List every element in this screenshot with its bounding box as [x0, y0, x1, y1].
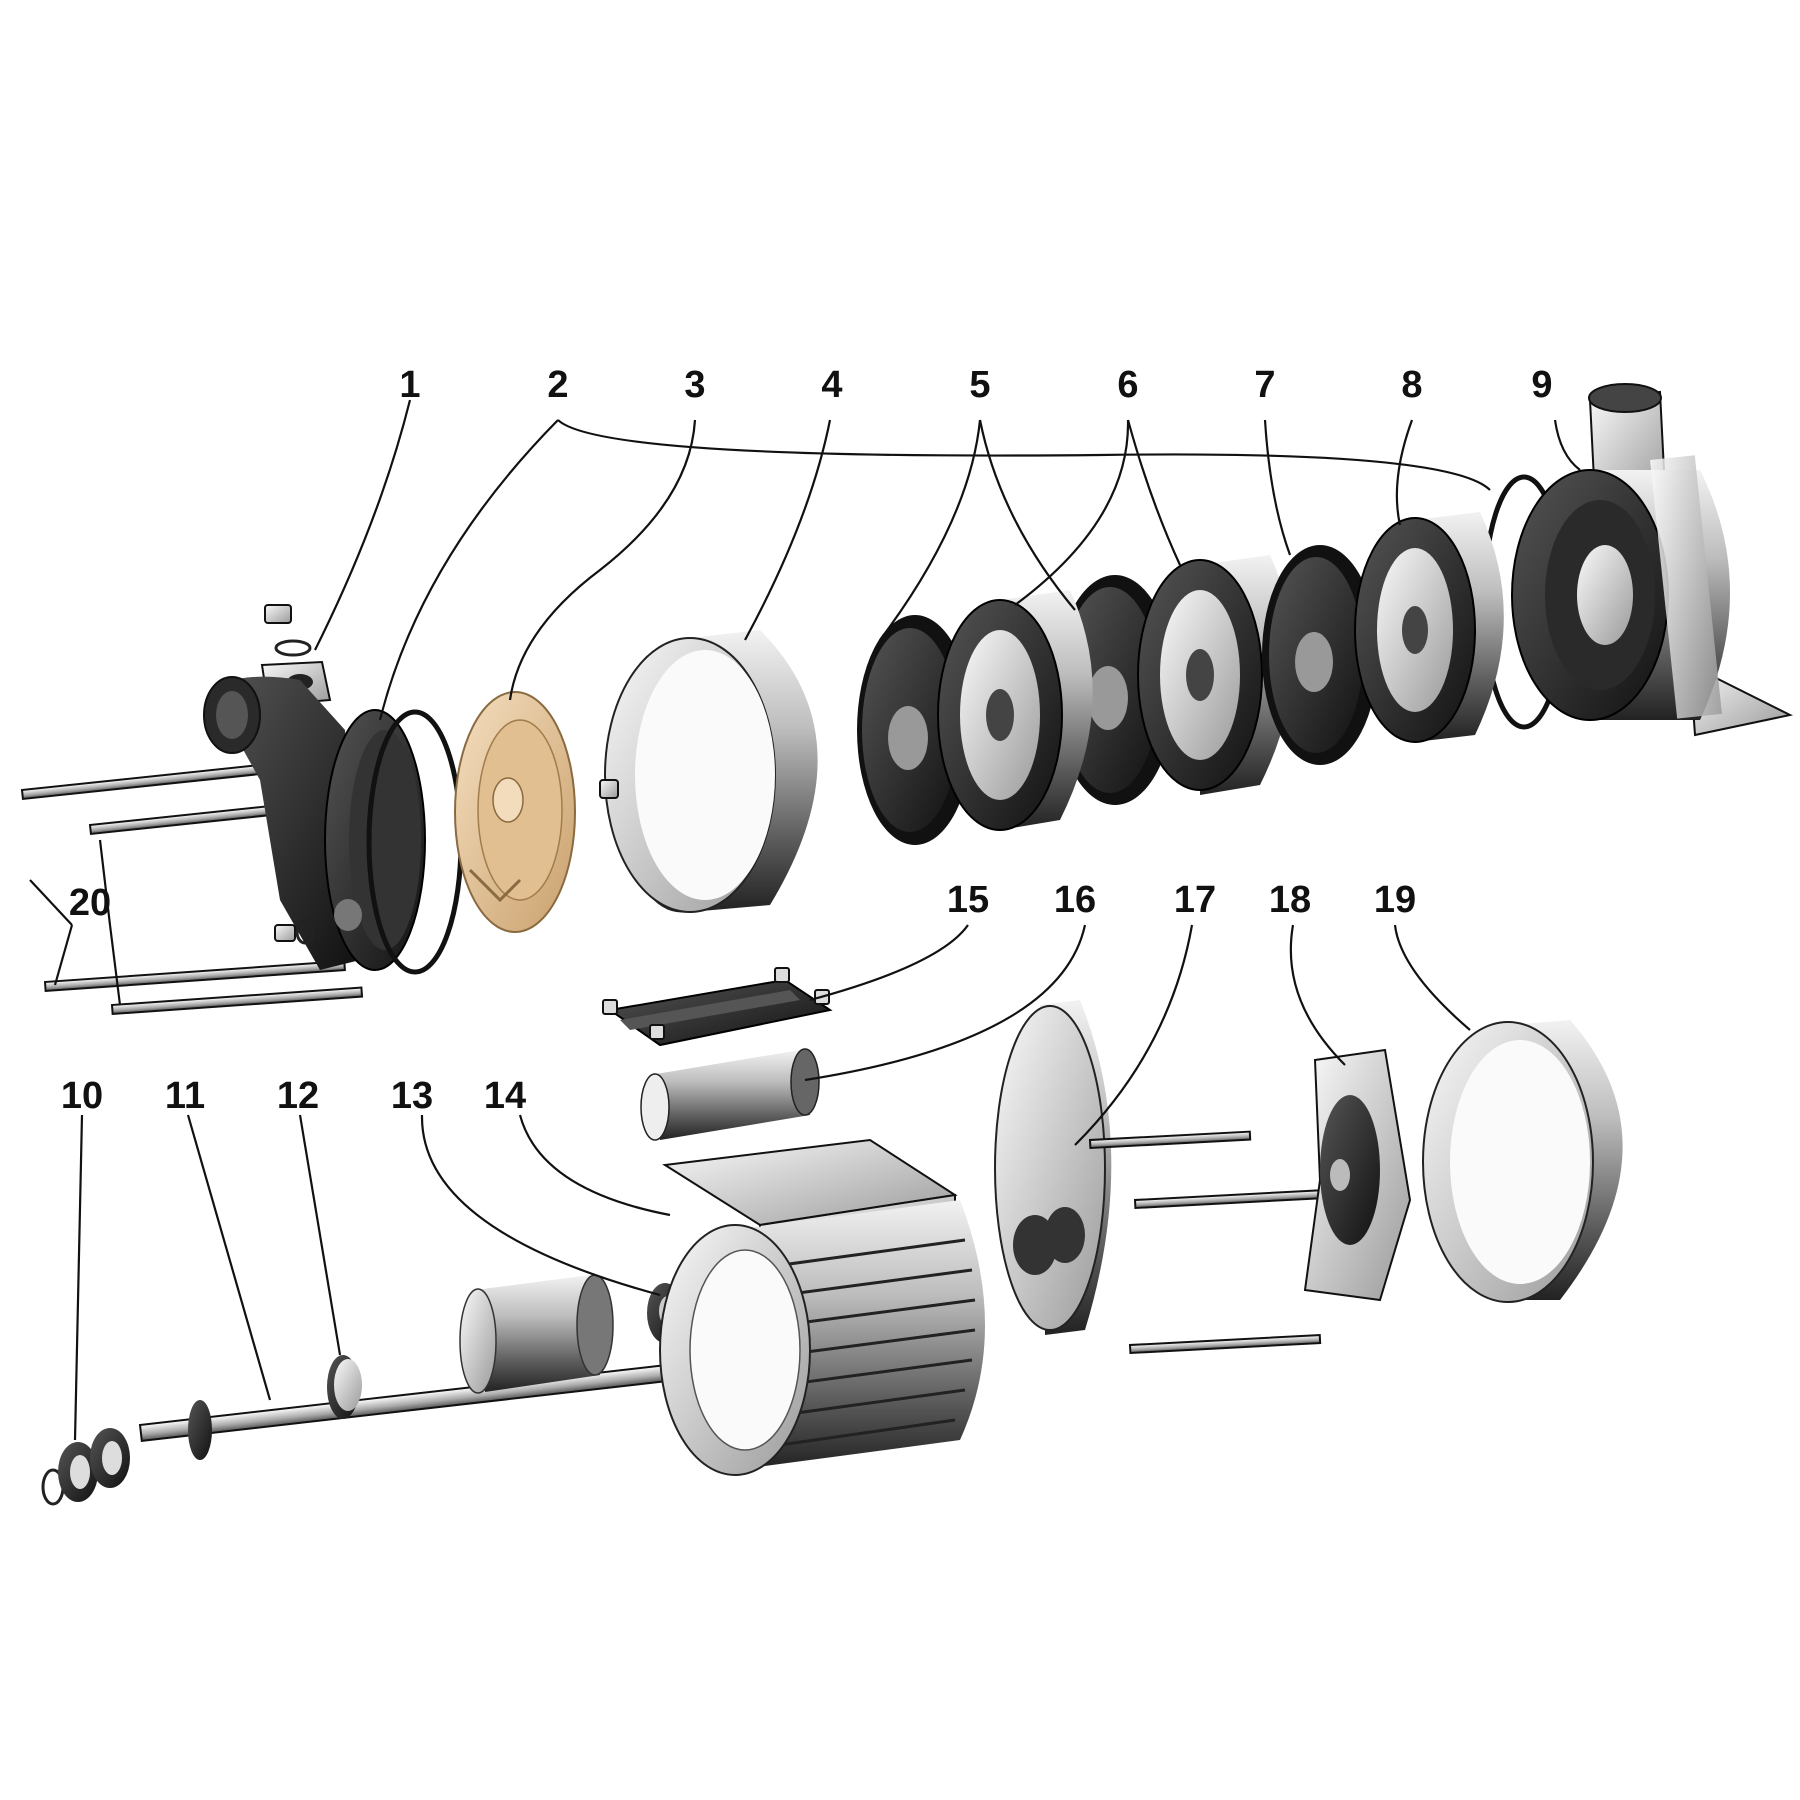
label-18: 18: [1269, 879, 1311, 921]
label-3: 3: [684, 364, 705, 406]
label-8: 8: [1401, 364, 1422, 406]
label-11: 11: [165, 1075, 205, 1117]
label-6: 6: [1117, 364, 1138, 406]
label-9: 9: [1531, 364, 1552, 406]
label-2: 2: [547, 364, 568, 406]
part-7-impeller: [1262, 545, 1378, 765]
part-3-diffuser-plate: [454, 691, 576, 933]
part-17-end-shield: [994, 1000, 1327, 1355]
part-19-fan-cover: [1422, 1020, 1623, 1303]
part-20-tie-rods: [20, 758, 364, 1016]
label-5: 5: [969, 364, 990, 406]
label-10: 10: [61, 1075, 103, 1117]
part-9-pump-casing: [1511, 383, 1794, 737]
label-13: 13: [391, 1075, 433, 1117]
part-15-terminal-box-cover: [602, 967, 833, 1047]
label-15: 15: [947, 879, 989, 921]
leader-lines: [29, 399, 1581, 1441]
label-17: 17: [1174, 879, 1216, 921]
label-20: 20: [69, 882, 111, 924]
label-19: 19: [1374, 879, 1416, 921]
label-7: 7: [1254, 364, 1275, 406]
part-1-pump-head: [203, 604, 426, 971]
label-14: 14: [484, 1075, 526, 1117]
part-16-capacitor: [640, 1048, 820, 1141]
part-14-motor-housing: [659, 1138, 985, 1476]
part-12-bearing: [327, 1355, 362, 1419]
label-16: 16: [1054, 879, 1096, 921]
part-4-pump-sleeve: [599, 630, 818, 913]
part-labels: 1 2 3 4 5 6 7 8 9 20 15 16 17 18 19 10 1…: [61, 364, 1553, 1117]
label-12: 12: [277, 1075, 319, 1117]
part-8-last-diffuser: [1354, 512, 1504, 743]
rotor: [459, 1274, 614, 1394]
label-4: 4: [821, 364, 842, 406]
part-10-bearing: [41, 1428, 130, 1506]
part-11-shaft: [138, 1362, 680, 1460]
label-1: 1: [399, 364, 420, 406]
part-18-cooling-fan: [1303, 1048, 1412, 1302]
